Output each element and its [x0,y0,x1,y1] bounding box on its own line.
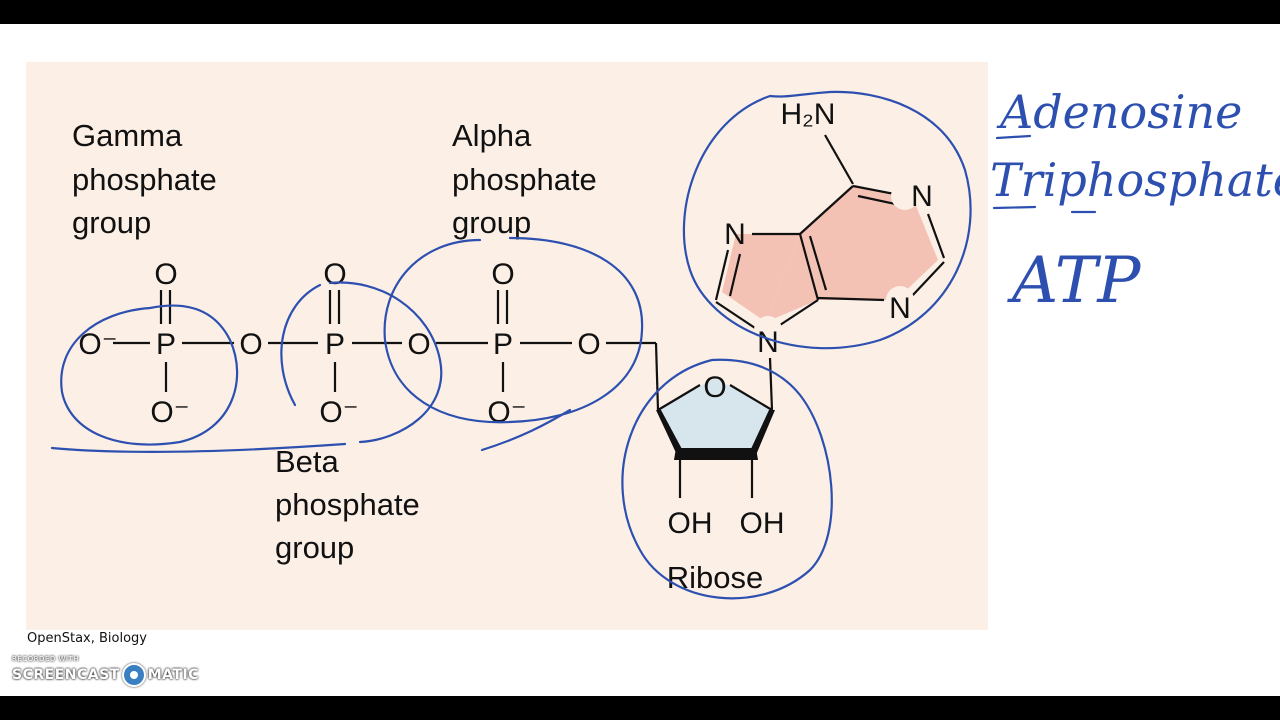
svg-text:Gamma: Gamma [72,118,183,153]
svg-text:group: group [452,205,531,240]
atom-o-ring: O [703,371,726,404]
svg-text:phosphate: phosphate [72,162,217,197]
annotation-triphosphate: Triphosphate [990,153,1280,207]
atom-o: O [154,258,177,291]
atom-oh: OH [740,507,785,540]
screencast-watermark: RECORDED WITH SCREENCAST MATIC [12,655,199,687]
annotation-atp: ATP [1007,244,1141,318]
svg-text:group: group [275,530,354,565]
svg-text:group: group [72,205,151,240]
watermark-right: MATIC [147,667,199,683]
svg-text:Beta: Beta [275,444,340,479]
atom-p-gamma: P [156,328,176,361]
atom-o-bridge: O [407,328,430,361]
atom-o-minus: O⁻ [150,396,189,429]
svg-text:phosphate: phosphate [275,487,420,522]
record-icon [121,663,146,687]
ribose-label: Ribose [667,560,764,595]
atom-o-bridge: O [239,328,262,361]
atom-h2n: H₂N [781,98,836,131]
beta-phosphate-label: Beta phosphate group [275,444,420,565]
svg-text:Alpha: Alpha [452,118,532,153]
ribose-ring: O OH OH Ribose [656,357,785,595]
atom-n: N [889,292,911,325]
atom-o-minus: O⁻ [78,328,117,361]
atom-p-beta: P [325,328,345,361]
bottom-black-bar [0,696,1280,720]
top-black-bar [0,0,1280,24]
phosphate-chain-atoms: O⁻ P O O⁻ O P O O⁻ O P O O⁻ O [78,258,600,429]
atom-n-glycosidic: N [757,326,779,359]
ink-circles [50,90,972,600]
atom-o: O [491,258,514,291]
atom-o-minus: O⁻ [319,396,358,429]
gamma-phosphate-label: Gamma phosphate group [72,118,217,240]
atom-p-alpha: P [493,328,513,361]
watermark-top: RECORDED WITH [12,655,80,663]
watermark-left: SCREENCAST [12,667,120,683]
svg-text:phosphate: phosphate [452,162,597,197]
alpha-phosphate-label: Alpha phosphate group [452,118,597,240]
atom-o-minus: O⁻ [487,396,526,429]
atom-o-bridge: O [577,328,600,361]
atom-n: N [724,218,746,251]
atom-o: O [323,258,346,291]
adenine-base: N N N N H₂N [714,98,946,359]
phosphate-chain-bonds [113,290,660,411]
atom-oh: OH [668,507,713,540]
annotation-adenosine: Adenosine [996,85,1242,139]
atom-n: N [911,180,933,213]
source-credit: OpenStax, Biology [27,631,147,646]
handwritten-annotations: Adenosine Triphosphate ATP [990,85,1280,318]
